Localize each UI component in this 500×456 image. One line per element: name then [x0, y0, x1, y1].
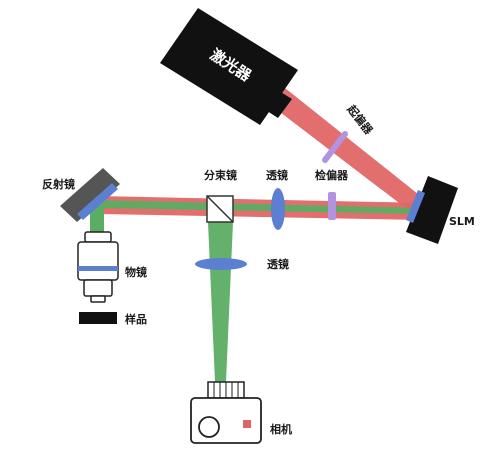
lens-1-element [271, 188, 285, 230]
lens-2: 透镜 [195, 257, 289, 271]
green-beam-mirror-to-objective [90, 206, 104, 232]
sample-label: 样品 [125, 312, 147, 326]
objective: 物镜 [77, 231, 147, 303]
camera-label: 相机 [270, 422, 292, 436]
green-beam-to-camera [208, 222, 233, 382]
beam-splitter-label: 分束镜 [204, 168, 237, 182]
slm: SLM [406, 176, 475, 244]
slm-body [406, 176, 458, 244]
laser-body [160, 8, 298, 125]
slm-surface [406, 190, 425, 223]
beam-splitter: 分束镜 [204, 168, 237, 223]
laser: 激光器 [160, 8, 298, 125]
mirror-surface [77, 183, 118, 220]
laser-nozzle [261, 88, 292, 118]
green-beam-horizontal [98, 200, 425, 214]
lens-2-label: 透镜 [267, 257, 289, 271]
mirror-body [60, 168, 120, 222]
lens-2-element [195, 258, 247, 270]
analyzer-element [328, 192, 336, 220]
camera: 相机 [190, 381, 292, 444]
analyzer: 检偏器 [315, 168, 349, 220]
analyzer-label: 检偏器 [315, 168, 349, 182]
lens-1-label: 透镜 [266, 168, 288, 182]
mirror-label: 反射镜 [42, 177, 75, 191]
camera-indicator [243, 420, 251, 428]
objective-label: 物镜 [125, 265, 147, 279]
slm-label: SLM [449, 215, 475, 228]
sample: 样品 [79, 312, 147, 326]
camera-lens [198, 416, 220, 438]
mirror: 反射镜 [42, 168, 120, 222]
sample-stage [79, 312, 117, 324]
polarizer-label: 起偏器 [344, 101, 377, 137]
lens-1: 透镜 [266, 168, 288, 230]
